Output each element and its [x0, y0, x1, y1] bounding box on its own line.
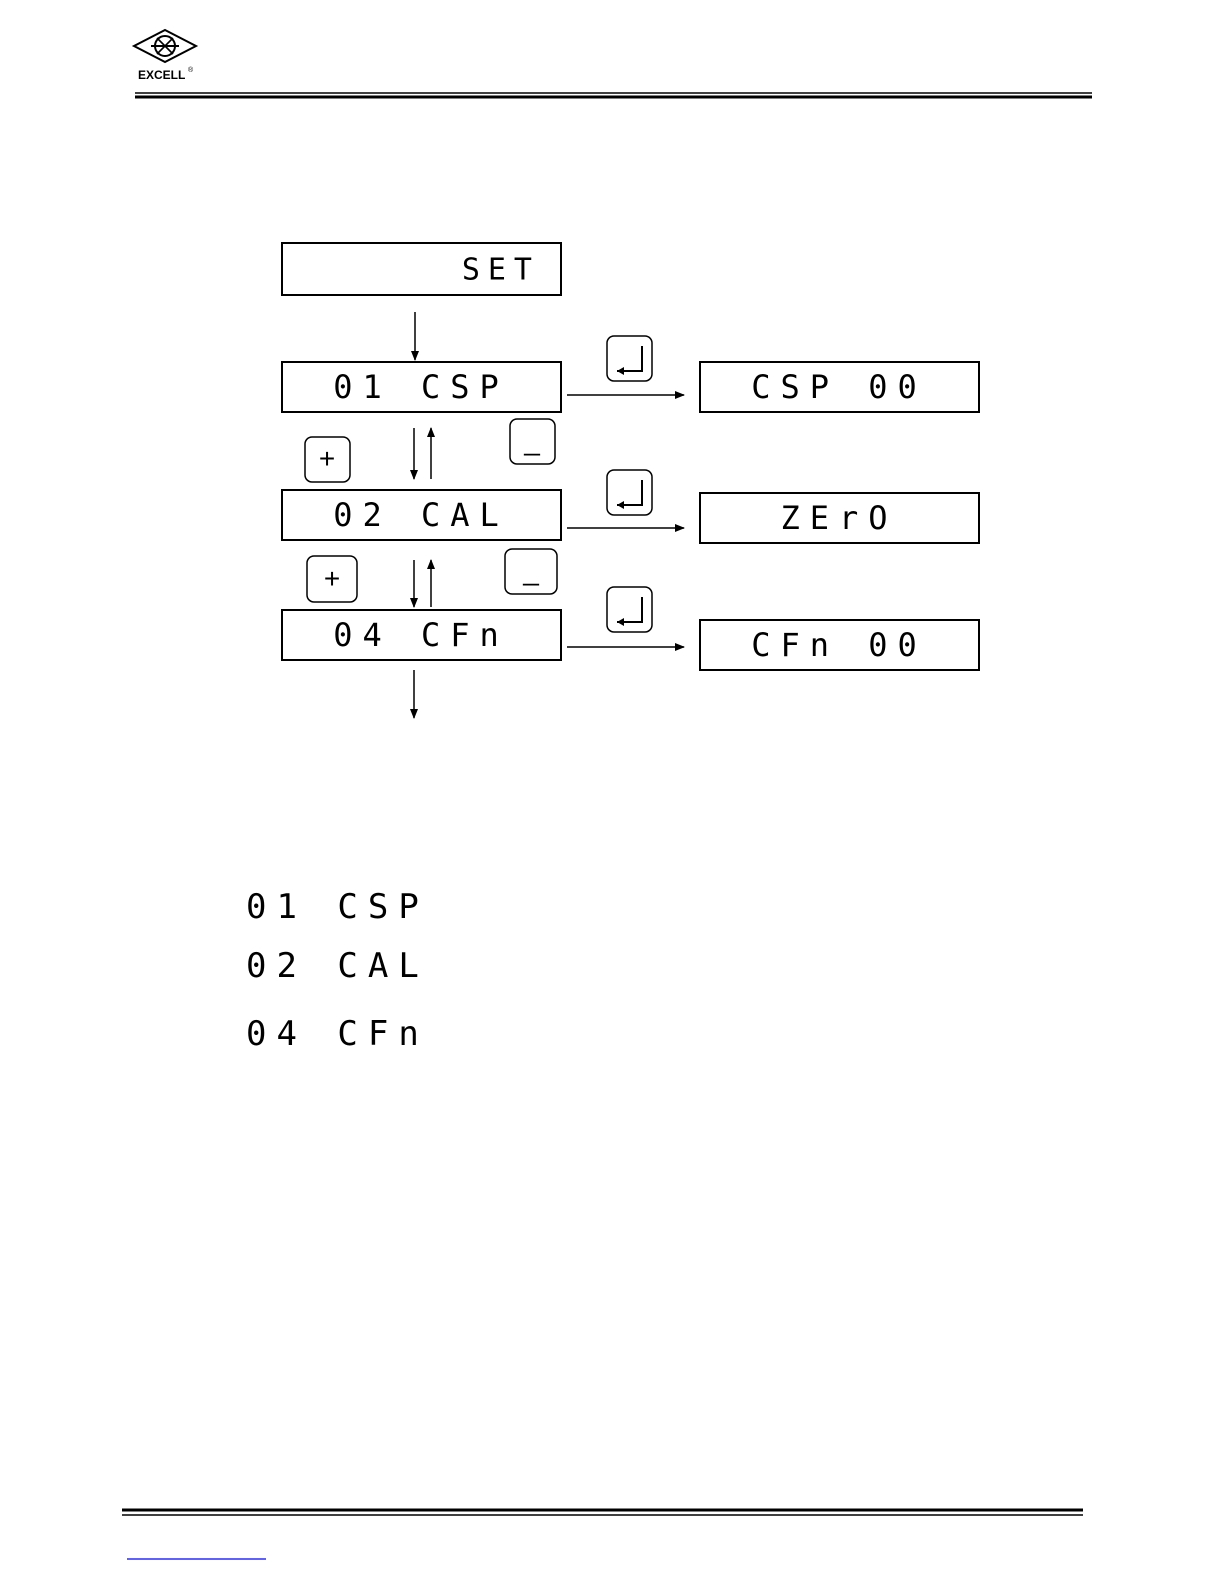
- brand-name: EXCELL: [138, 68, 185, 82]
- enter-key-2: [607, 470, 652, 515]
- menu-list-item-1: 01 CSP: [246, 887, 429, 927]
- footer-rule: [122, 1510, 1083, 1515]
- display-result-2: ZErO: [780, 499, 897, 537]
- menu-list: 01 CSP 02 CAL 04 CFn: [246, 887, 429, 1054]
- plus-key-1-label: +: [319, 443, 335, 474]
- header-rule: [135, 93, 1092, 97]
- minus-key-1-label: _: [523, 425, 540, 456]
- plus-key-2: +: [307, 556, 357, 602]
- menu-list-item-2: 02 CAL: [246, 946, 429, 986]
- display-result-3: CFn 00: [751, 626, 927, 664]
- display-set: SET: [282, 243, 561, 295]
- plus-key-2-label: +: [324, 563, 340, 594]
- display-set-text: SET: [462, 253, 540, 288]
- display-code-2: 02 CAL: [333, 496, 509, 534]
- enter-key-3: [607, 587, 652, 632]
- display-result-1: CSP 00: [751, 368, 927, 406]
- minus-key-2: _: [505, 549, 557, 594]
- plus-key-1: +: [305, 437, 350, 482]
- menu-flowchart: SET 01 CSP CSP 00 02 CAL ZErO 04 CFn CFn…: [282, 243, 979, 718]
- excell-logo: EXCELL ®: [134, 30, 196, 82]
- registered-mark: ®: [188, 66, 194, 74]
- display-code-1: 01 CSP: [333, 368, 509, 406]
- enter-key-1: [607, 336, 652, 381]
- menu-list-item-3: 04 CFn: [246, 1014, 429, 1054]
- display-code-3: 04 CFn: [333, 616, 509, 654]
- minus-key-1: _: [510, 419, 555, 464]
- minus-key-2-label: _: [522, 555, 539, 586]
